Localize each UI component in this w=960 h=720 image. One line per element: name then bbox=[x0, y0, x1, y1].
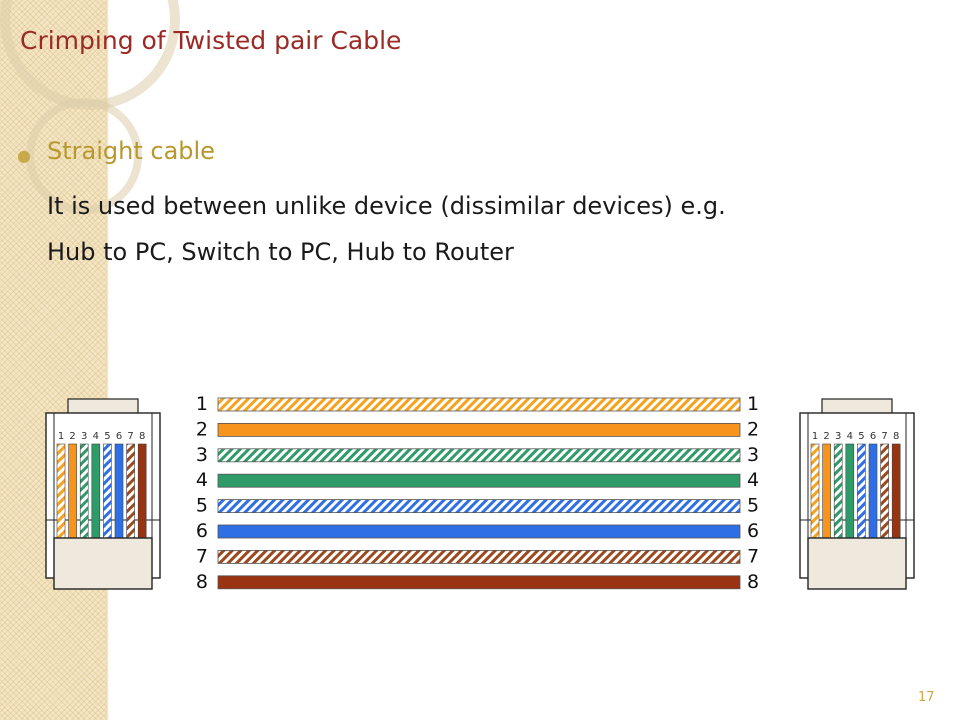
wire-1 bbox=[217, 397, 741, 412]
connector-wire-7 bbox=[880, 443, 889, 541]
connector-wire-8 bbox=[891, 443, 901, 541]
body-line: Hub to PC, Switch to PC, Hub to Router bbox=[47, 238, 514, 266]
wire-6 bbox=[217, 524, 741, 539]
connector-wire-4 bbox=[845, 443, 855, 541]
wire-label-right: 1 bbox=[747, 393, 759, 415]
connector-pin-label: 6 bbox=[116, 431, 122, 442]
slide-title: Crimping of Twisted pair Cable bbox=[20, 26, 402, 55]
connector-pin-label: 5 bbox=[858, 431, 864, 442]
wire-4 bbox=[217, 473, 741, 488]
wire-label-left: 8 bbox=[196, 571, 208, 593]
connector-pin-label: 2 bbox=[823, 431, 829, 442]
connector-wire-1 bbox=[56, 443, 66, 541]
wire-label-left: 6 bbox=[196, 520, 208, 542]
side-band bbox=[0, 0, 106, 720]
connector-wire-5 bbox=[103, 443, 112, 541]
connector-wire-7 bbox=[126, 443, 135, 541]
connector-pin-label: 8 bbox=[139, 431, 145, 442]
connector-wire-6 bbox=[868, 443, 878, 541]
bullet-heading: Straight cable bbox=[47, 137, 215, 165]
connector-pin-label: 6 bbox=[870, 431, 876, 442]
connector-pin-label: 7 bbox=[127, 431, 133, 442]
connector-pin-label: 1 bbox=[58, 431, 64, 442]
connector-boot bbox=[53, 537, 153, 590]
connector-boot bbox=[807, 537, 907, 590]
connector-wire-8 bbox=[137, 443, 147, 541]
connector-pin-label: 4 bbox=[847, 431, 853, 442]
wire-5 bbox=[217, 499, 741, 514]
side-band-edge bbox=[106, 0, 109, 720]
wire-2 bbox=[217, 422, 741, 437]
wire-label-left: 1 bbox=[196, 393, 208, 415]
page-number: 17 bbox=[918, 690, 935, 705]
wire-label-left: 4 bbox=[196, 469, 208, 491]
connector-pin-label: 5 bbox=[104, 431, 110, 442]
connector-pin-label: 3 bbox=[81, 431, 87, 442]
connector-wire-5 bbox=[857, 443, 866, 541]
wire-label-right: 6 bbox=[747, 520, 759, 542]
connector-pin-label: 3 bbox=[835, 431, 841, 442]
connector-pin-label: 1 bbox=[812, 431, 818, 442]
wire-label-right: 5 bbox=[747, 495, 759, 517]
connector-wire-3 bbox=[79, 443, 89, 541]
bullet-icon: ● bbox=[17, 146, 31, 165]
connector-wire-6 bbox=[114, 443, 124, 541]
connector-pin-label: 4 bbox=[93, 431, 99, 442]
connector-pin-label: 2 bbox=[69, 431, 75, 442]
wire-label-right: 4 bbox=[747, 469, 759, 491]
connector-wire-2 bbox=[68, 443, 77, 541]
wire-label-left: 7 bbox=[196, 545, 208, 567]
wire-label-left: 3 bbox=[196, 444, 208, 466]
wire-3 bbox=[217, 448, 741, 463]
body-line: It is used between unlike device (dissim… bbox=[47, 192, 726, 220]
wire-label-right: 2 bbox=[747, 418, 759, 440]
connector-pin-label: 7 bbox=[881, 431, 887, 442]
wire-label-right: 3 bbox=[747, 444, 759, 466]
wire-7 bbox=[217, 550, 741, 564]
connector-wire-2 bbox=[822, 443, 831, 541]
wire-label-left: 5 bbox=[196, 495, 208, 517]
wire-label-right: 8 bbox=[747, 571, 759, 593]
wire-label-right: 7 bbox=[747, 545, 759, 567]
wire-label-left: 2 bbox=[196, 418, 208, 440]
connector-wire-4 bbox=[91, 443, 101, 541]
connector-wire-3 bbox=[833, 443, 843, 541]
connector-pin-label: 8 bbox=[893, 431, 899, 442]
connector-wire-1 bbox=[810, 443, 820, 541]
wire-8 bbox=[217, 575, 741, 590]
